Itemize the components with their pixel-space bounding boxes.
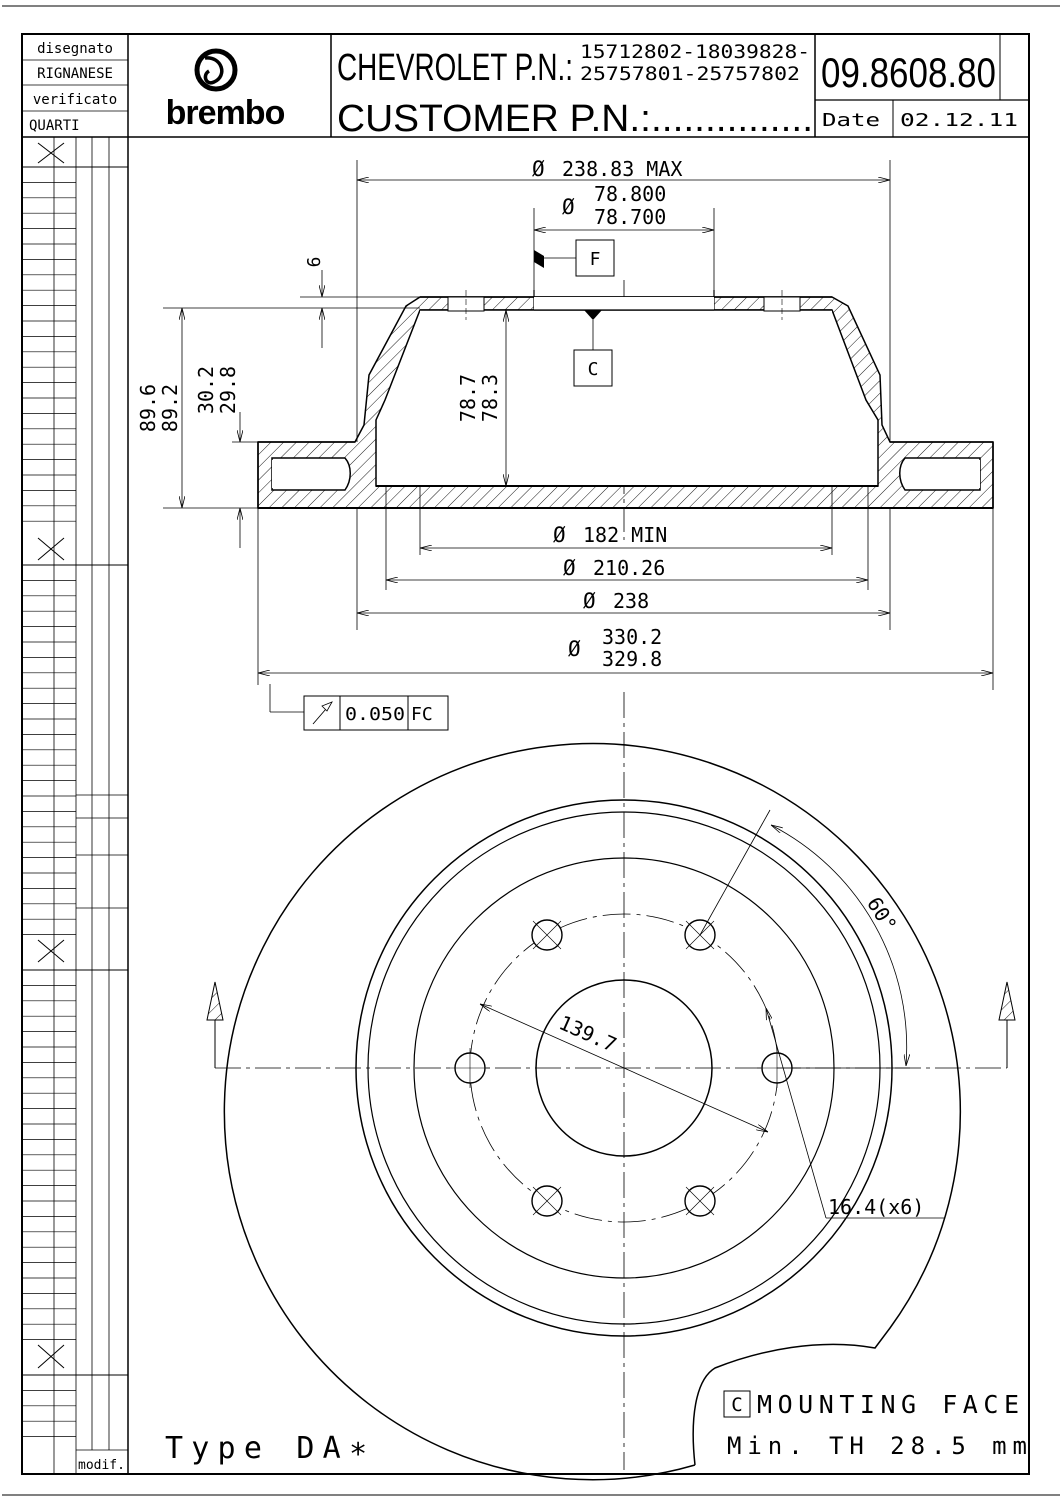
dim-pilot-lower: 78.700 bbox=[594, 205, 666, 229]
revision-cross bbox=[37, 1344, 65, 1369]
angle-label: 60° bbox=[862, 893, 901, 936]
datum-c-label: C bbox=[588, 359, 599, 380]
dim-height-lower: 89.2 bbox=[158, 384, 182, 432]
oem-numbers-line2: 25757801-25757802 bbox=[580, 63, 800, 85]
dim-pilot-upper: 78.800 bbox=[594, 182, 666, 206]
runout-arrow-icon bbox=[312, 701, 333, 725]
front-view: 139.7 60° 16.4(x6) bbox=[206, 692, 1016, 1481]
runout-tolerance-frame: 0.050 FC bbox=[269, 684, 449, 731]
dim-hat-depth-upper: 78.7 bbox=[456, 374, 480, 422]
revision-grid: modif. bbox=[22, 137, 128, 1474]
section-arrow-right-icon bbox=[998, 981, 1016, 1068]
revision-cross bbox=[37, 537, 65, 561]
brembo-logo-icon: brembo bbox=[166, 48, 286, 132]
revision-cross bbox=[37, 939, 65, 963]
type-note: Type DA∗ bbox=[165, 1431, 367, 1466]
checked-label: verificato bbox=[33, 92, 117, 108]
diameter-symbol: Ø bbox=[532, 157, 545, 181]
datum-f-callout: F bbox=[534, 239, 615, 277]
diameter-symbol: Ø bbox=[583, 589, 596, 613]
dim-offset-upper: 30.2 bbox=[194, 366, 218, 414]
modif-label: modif. bbox=[78, 1458, 125, 1473]
oem-numbers-line1: 15712802-18039828- bbox=[580, 41, 810, 63]
customer-label: CUSTOMER P.N.:............... bbox=[337, 98, 813, 140]
sheet-border bbox=[21, 33, 1030, 1475]
checked-by: QUARTI bbox=[29, 118, 80, 134]
diameter-symbol: Ø bbox=[568, 637, 581, 661]
dim-drum-min: 182 MIN bbox=[583, 523, 667, 547]
rotor-outline bbox=[223, 742, 962, 1481]
min-thickness-note: Min. TH 28.5 mm bbox=[727, 1432, 1027, 1460]
designed-label: disegnato bbox=[37, 41, 113, 57]
mounting-face-note: MOUNTING FACE bbox=[757, 1390, 1019, 1419]
dim-hat-depth-lower: 78.3 bbox=[478, 374, 502, 422]
designed-by: RIGNANESE bbox=[37, 66, 113, 82]
diameter-symbol: Ø bbox=[563, 556, 576, 580]
section-arrow-left-icon bbox=[206, 981, 224, 1068]
dim-od-upper: 330.2 bbox=[602, 625, 662, 649]
notes: C MOUNTING FACE Min. TH 28.5 mm Type DA∗ bbox=[165, 1390, 1027, 1466]
title-block: disegnato RIGNANESE verificato QUARTI br… bbox=[22, 34, 1029, 1474]
diameter-symbol: Ø bbox=[553, 523, 566, 547]
datum-key: C bbox=[731, 1394, 742, 1416]
dim-height-upper: 89.6 bbox=[136, 384, 160, 432]
revision-cross bbox=[37, 142, 65, 164]
dim-od-lower: 329.8 bbox=[602, 647, 662, 671]
dim-inner: 210.26 bbox=[593, 556, 665, 580]
section-view: Ø 238.83 MAX Ø 78.800 78.700 6 89.6 89.2… bbox=[136, 157, 994, 731]
datum-f-label: F bbox=[590, 249, 601, 270]
datum-c-callout: C bbox=[573, 310, 613, 387]
tolerance-datum: FC bbox=[411, 704, 433, 725]
bolt-holes-label: 16.4(x6) bbox=[828, 1195, 924, 1219]
part-number: 09.8608.80 bbox=[821, 49, 996, 96]
date-label: Date bbox=[822, 110, 880, 131]
pcd-label: 139.7 bbox=[555, 1010, 620, 1056]
date-value: 02.12.11 bbox=[900, 110, 1018, 131]
dim-offset-lower: 29.8 bbox=[216, 366, 240, 414]
tolerance-value: 0.050 bbox=[345, 704, 405, 725]
diameter-symbol: Ø bbox=[562, 195, 575, 219]
dim-hat-od: 238 bbox=[613, 589, 649, 613]
hat-section-hatch bbox=[257, 296, 994, 509]
oem-label: CHEVROLET P.N.: bbox=[337, 47, 573, 89]
dim-flange: 6 bbox=[304, 257, 325, 268]
dim-hat-max: 238.83 MAX bbox=[562, 157, 682, 181]
brand-wordmark: brembo bbox=[166, 94, 285, 132]
